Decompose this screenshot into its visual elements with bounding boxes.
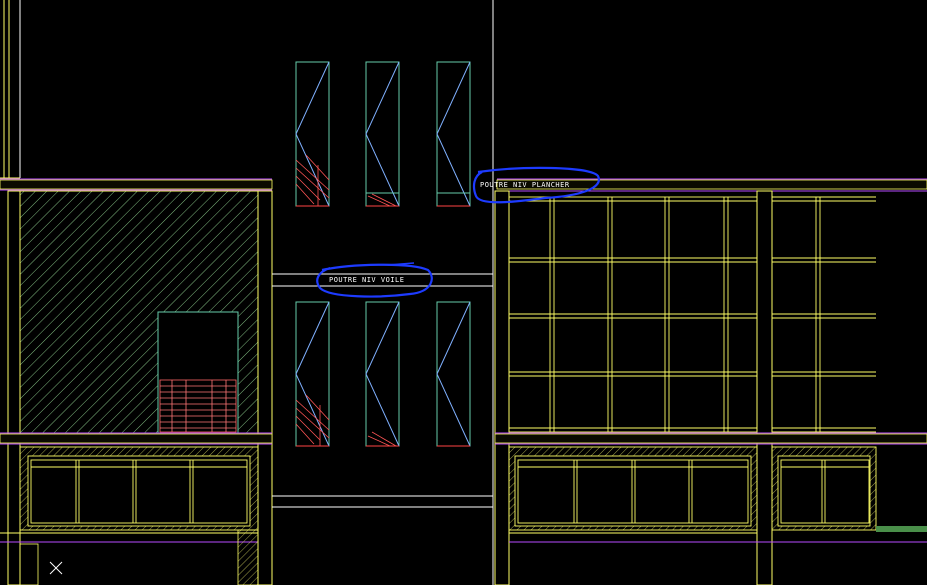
lower-windows: [19, 446, 877, 531]
curtain-wall-grid: [508, 196, 876, 433]
floor-slab-top: [0, 178, 927, 192]
floor-slab-bottom: [0, 526, 927, 585]
beam-lower: [272, 495, 493, 508]
crosshair-icon: [49, 561, 63, 575]
left-hatched-wall: [19, 190, 259, 434]
beam-wall: [272, 273, 493, 287]
label-beam-wall: POUTRE NIV VOILE: [329, 276, 404, 284]
label-beam-floor: POUTRE NIV PLANCHER: [480, 181, 570, 189]
columns: [7, 190, 773, 585]
floor-slab-middle: [0, 432, 927, 445]
window-row-top: [295, 61, 471, 207]
left-top-column: [0, 0, 21, 179]
markup-stroke: [387, 262, 415, 266]
window-row-bottom: [295, 301, 471, 447]
markup-circle-beam-floor: [472, 166, 600, 204]
